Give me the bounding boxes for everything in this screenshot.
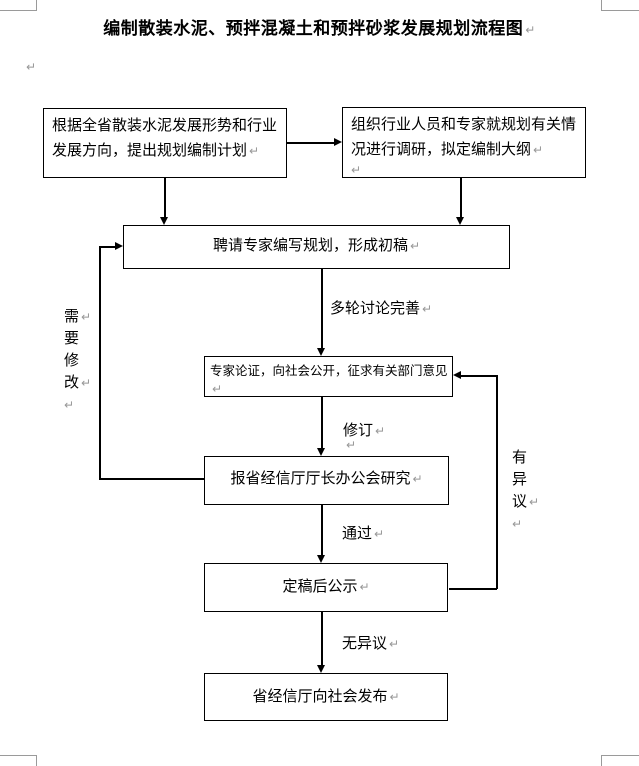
pilcrow-mark: ↵ bbox=[512, 517, 523, 531]
pilcrow-mark: ↵ bbox=[412, 472, 423, 486]
loop-left-vertical-segment bbox=[99, 246, 101, 479]
flow-box-survey[interactable]: 组织行业人员和专家就规划有关情况进行调研，拟定编制大纲↵↵ bbox=[342, 107, 586, 178]
pilcrow-mark: ↵ bbox=[422, 302, 433, 316]
flow-box-draft[interactable]: 聘请专家编写规划，形成初稿↵ bbox=[123, 225, 510, 269]
pilcrow-mark: ↵ bbox=[375, 424, 386, 438]
edge-label-objection[interactable]: 有 异 议↵ ↵ bbox=[512, 449, 540, 531]
pilcrow-mark: ↵ bbox=[81, 310, 92, 324]
loop-right-vertical-segment bbox=[496, 375, 498, 589]
flow-box-survey-text: 组织行业人员和专家就规划有关情况进行调研，拟定编制大纲 bbox=[351, 116, 577, 158]
loop-left-top-segment bbox=[99, 246, 116, 248]
flow-box-meeting-text: 报省经信厅厅长办公会研究 bbox=[230, 470, 411, 487]
pilcrow-mark: ↵ bbox=[533, 143, 544, 157]
connector-meeting-to-publicity bbox=[321, 505, 323, 555]
flow-box-plan-text: 根据全省散装水泥发展形势和行业发展方向，提出规划编制计划 bbox=[52, 117, 278, 159]
edge-label-need-modify[interactable]: 需↵ 要 修 改↵ ↵ bbox=[64, 308, 92, 412]
loop-left-bottom-segment bbox=[99, 478, 204, 480]
flow-box-review[interactable]: 专家论证，向社会公开，征求有关部门意见 ↵ bbox=[204, 356, 453, 397]
edge-label-revise[interactable]: 修订↵ bbox=[343, 422, 386, 439]
pilcrow-mark: ↵ bbox=[525, 23, 536, 37]
pilcrow-mark: ↵ bbox=[64, 398, 75, 412]
arrowhead-into-publicity bbox=[317, 555, 325, 563]
loop-right-top-segment bbox=[461, 375, 497, 377]
page-title-text: 编制散装水泥、预拌混凝土和预拌砂浆发展规划流程图 bbox=[103, 19, 524, 38]
arrowhead-into-draft-loop bbox=[115, 242, 123, 250]
pilcrow-mark: ↵ bbox=[351, 163, 362, 177]
arrowhead-into-draft-right bbox=[456, 217, 464, 225]
pilcrow-mark: ↵ bbox=[212, 382, 223, 396]
flow-box-meeting[interactable]: 报省经信厅厅长办公会研究↵ bbox=[204, 456, 449, 505]
connector-publicity-to-release bbox=[321, 612, 323, 665]
flow-box-publicity[interactable]: 定稿后公示↵ bbox=[204, 563, 448, 612]
flow-box-publicity-text: 定稿后公示 bbox=[282, 578, 358, 595]
pilcrow-mark: ↵ bbox=[389, 637, 400, 651]
page-boundary-mark-top-left bbox=[0, 0, 37, 11]
pilcrow-mark: ↵ bbox=[346, 438, 357, 452]
page-boundary-mark-bottom-left bbox=[0, 755, 37, 766]
edge-label-discuss[interactable]: 多轮讨论完善↵ bbox=[330, 300, 433, 317]
connector-review-to-meeting bbox=[321, 397, 323, 448]
edge-label-no-objection[interactable]: 无异议↵ bbox=[342, 635, 400, 652]
flow-box-release[interactable]: 省经信厅向社会发布↵ bbox=[204, 673, 448, 721]
pilcrow-mark: ↵ bbox=[409, 239, 421, 253]
pilcrow-mark: ↵ bbox=[249, 144, 260, 158]
arrowhead-into-review-loop bbox=[453, 371, 461, 379]
connector-survey-to-draft bbox=[460, 178, 462, 218]
pilcrow-mark: ↵ bbox=[529, 495, 540, 509]
flow-box-draft-text: 聘请专家编写规划，形成初稿 bbox=[212, 237, 408, 254]
pilcrow-mark: ↵ bbox=[359, 580, 370, 594]
pilcrow-mark: ↵ bbox=[374, 527, 385, 541]
page-title: 编制散装水泥、预拌混凝土和预拌砂浆发展规划流程图↵ bbox=[0, 14, 639, 39]
flow-box-review-text: 专家论证，向社会公开，征求有关部门意见 bbox=[210, 364, 448, 378]
pilcrow-mark: ↵ bbox=[81, 376, 92, 390]
connector-draft-to-review bbox=[321, 269, 323, 348]
arrowhead-into-survey bbox=[334, 138, 342, 146]
page-boundary-mark-top-right bbox=[601, 0, 639, 11]
flow-box-plan[interactable]: 根据全省散装水泥发展形势和行业发展方向，提出规划编制计划↵ bbox=[43, 108, 287, 178]
arrowhead-into-review bbox=[317, 348, 325, 356]
page-boundary-mark-bottom-right bbox=[601, 755, 639, 766]
connector-plan-to-draft bbox=[164, 178, 166, 218]
arrowhead-into-release bbox=[317, 665, 325, 673]
connector-plan-to-survey bbox=[287, 142, 334, 144]
flow-box-release-text: 省经信厅向社会发布 bbox=[252, 688, 388, 705]
pilcrow-mark: ↵ bbox=[389, 690, 400, 704]
arrowhead-into-meeting bbox=[317, 448, 325, 456]
arrowhead-into-draft-left bbox=[160, 217, 168, 225]
edge-label-pass[interactable]: 通过↵ bbox=[342, 525, 385, 542]
loop-right-bottom-segment bbox=[449, 588, 497, 590]
pilcrow-mark: ↵ bbox=[26, 60, 37, 74]
